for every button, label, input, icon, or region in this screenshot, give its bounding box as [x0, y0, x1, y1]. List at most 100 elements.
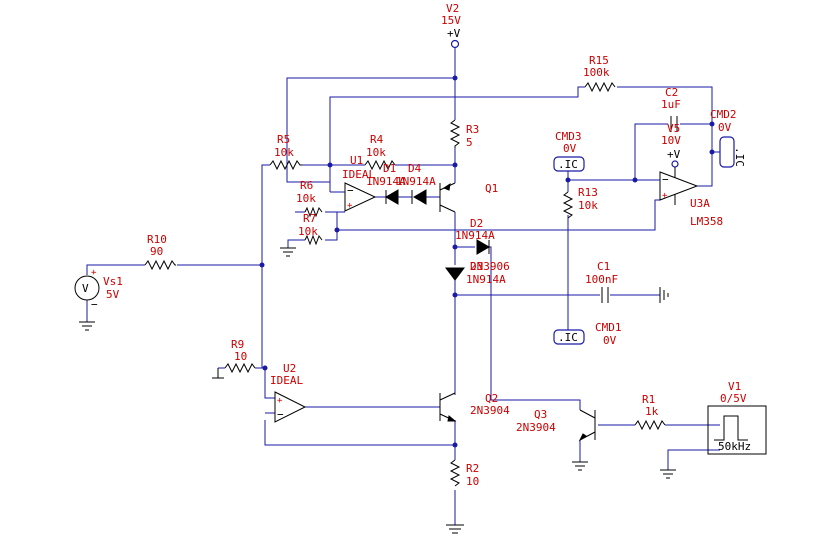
cmd2-value: 0V: [718, 121, 732, 134]
resistor-r10[interactable]: R10 90: [144, 233, 176, 271]
transistor-q1[interactable]: Q1: [439, 182, 498, 213]
v5-supply[interactable]: V5 10V +V: [661, 122, 681, 168]
ground-r2: [446, 524, 464, 534]
ground-r9: [212, 368, 224, 379]
resistor-r5[interactable]: R5 10k: [269, 133, 302, 171]
r3-value: 5: [466, 136, 473, 149]
diode-d4[interactable]: D4 1N914A: [396, 162, 436, 205]
u2-minus: −: [277, 408, 284, 421]
opamp-u3a[interactable]: − + U3A LM358: [655, 167, 723, 228]
u2-plus: +: [277, 396, 283, 406]
r7-value: 10k: [298, 225, 318, 238]
r13-name: R13: [578, 186, 598, 199]
v5-plus: +V: [667, 148, 681, 161]
resistor-r3[interactable]: R3 5: [449, 119, 479, 149]
r15-name: R15: [589, 54, 609, 67]
probe-cmd1[interactable]: .IC CMD1 0V: [553, 321, 622, 347]
opamp-u2[interactable]: + − U2 IDEAL: [270, 362, 307, 423]
transistor-q3[interactable]: Q3 2N3904: [516, 408, 596, 442]
v2-name: V2: [446, 2, 459, 15]
r6-value: 10k: [296, 192, 316, 205]
diode-d2[interactable]: D2 1N914A: [455, 217, 495, 255]
d1-name: D1: [383, 162, 396, 175]
resistor-r7[interactable]: R7 10k: [298, 212, 323, 246]
r10-name: R10: [147, 233, 167, 246]
probe-cmd3[interactable]: .IC CMD3 0V: [553, 130, 585, 172]
cmd2-ic-text: .IC: [733, 147, 746, 167]
r13-value: 10k: [578, 199, 598, 212]
r2-value: 10: [466, 475, 479, 488]
u2-name: U2: [283, 362, 296, 375]
u3a-minus: −: [662, 173, 669, 186]
ground-v1: [660, 469, 676, 479]
opamp-u1[interactable]: − + U1 IDEAL: [342, 154, 377, 212]
diode-d3[interactable]: D3 2N3906 1N914A: [445, 260, 510, 286]
r6-name: R6: [300, 179, 313, 192]
v1-value: 0/5V: [720, 392, 747, 405]
junction-dots: [259, 75, 715, 448]
u2-value: IDEAL: [270, 374, 303, 387]
resistor-r15[interactable]: R15 100k: [583, 54, 616, 93]
r4-name: R4: [370, 133, 384, 146]
cmd3-ic-text: .IC: [558, 158, 578, 171]
r1-value: 1k: [645, 405, 659, 418]
c1-name: C1: [597, 260, 610, 273]
r7-name: R7: [303, 212, 316, 225]
vs1-name: Vs1: [103, 275, 123, 288]
q3-value: 2N3904: [516, 421, 556, 434]
d4-value: 1N914A: [396, 175, 436, 188]
resistor-r6[interactable]: R6 10k: [296, 179, 323, 218]
u1-value: IDEAL: [342, 168, 375, 181]
vs1-symbol: V: [82, 282, 89, 295]
r5-name: R5: [277, 133, 290, 146]
r4-value: 10k: [366, 146, 386, 159]
r5-value: 10k: [274, 146, 294, 159]
v2-supply[interactable]: V2 15V +V: [441, 2, 461, 49]
r10-value: 90: [150, 245, 163, 258]
resistor-r1[interactable]: R1 1k: [634, 393, 666, 431]
r9-value: 10: [234, 350, 247, 363]
cmd1-value: 0V: [603, 334, 617, 347]
cmd1-ic-text: .IC: [558, 331, 578, 344]
c2-name: C2: [665, 86, 678, 99]
d1-value: 1N914A: [366, 175, 406, 188]
capacitor-c1[interactable]: C1 100nF: [585, 260, 618, 303]
v5-value: 10V: [661, 134, 681, 147]
u1-minus: −: [347, 184, 354, 197]
vs1-value: 5V: [106, 288, 120, 301]
r2-name: R2: [466, 462, 479, 475]
capacitor-c2[interactable]: C2 1uF: [661, 86, 681, 132]
v1-name: V1: [728, 380, 741, 393]
q3-name: Q3: [534, 408, 547, 421]
vs1-minus: −: [91, 298, 98, 311]
ground-q3: [572, 461, 588, 471]
q-partname: 2N3906: [470, 260, 510, 273]
v2-plus: +V: [447, 27, 461, 40]
resistor-r4[interactable]: R4 10k: [364, 133, 396, 171]
resistor-r2[interactable]: R2 10: [449, 459, 479, 488]
d2-name: D2: [470, 217, 483, 230]
probe-cmd2[interactable]: .IC CMD2 0V: [710, 108, 746, 168]
c2-value: 1uF: [661, 98, 681, 111]
v5-name: V5: [667, 122, 680, 135]
d3-name: D3: [470, 260, 483, 273]
diode-d1[interactable]: D1 1N914A: [366, 162, 406, 205]
ground-vs1: [79, 321, 95, 331]
q1-name: Q1: [485, 182, 498, 195]
d3-value: 1N914A: [466, 273, 506, 286]
pulse-source-v1[interactable]: V1 0/5V 50kHz: [707, 380, 767, 455]
d2-value: 1N914A: [455, 229, 495, 242]
u1-plus: +: [347, 201, 353, 211]
resistor-r9[interactable]: R9 10: [224, 338, 256, 374]
u3a-plus: +: [662, 191, 668, 201]
v2-value: 15V: [441, 14, 461, 27]
cmd3-name: CMD3: [555, 130, 582, 143]
r15-value: 100k: [583, 66, 610, 79]
q2-name: Q2: [485, 392, 498, 405]
ground-c1: [659, 287, 669, 303]
u1-name: U1: [350, 154, 363, 167]
voltage-source-vs1[interactable]: V + − Vs1 5V: [74, 268, 123, 311]
transistor-q2[interactable]: Q2 2N3904: [439, 392, 510, 422]
resistor-r13[interactable]: R13 10k: [562, 186, 598, 219]
